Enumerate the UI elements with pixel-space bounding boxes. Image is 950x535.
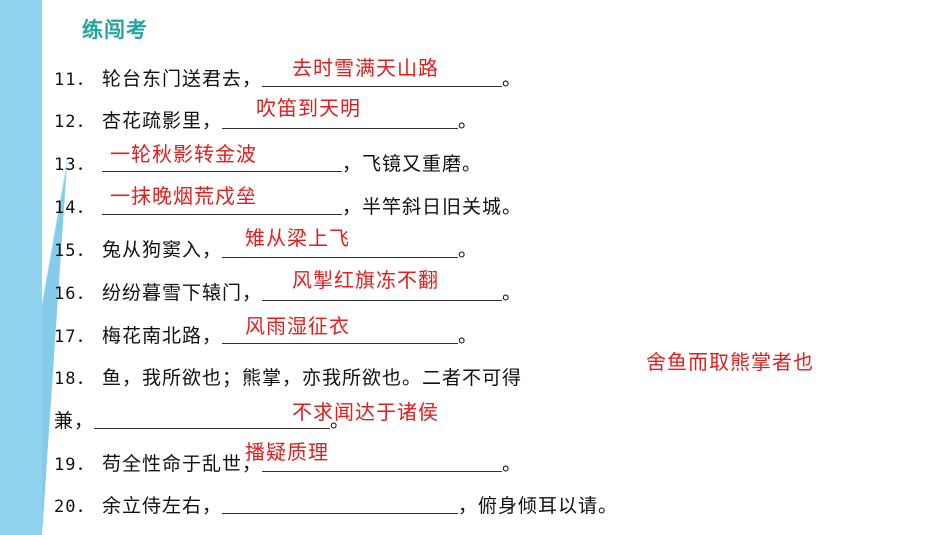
question-text: 兼，: [54, 410, 95, 432]
question-number: 16．: [54, 284, 95, 304]
question-text: 杏花疏影里，: [102, 110, 223, 132]
question-number: 15．: [54, 241, 95, 261]
question-tail: 。: [502, 282, 523, 304]
answer-19: 播疑质理: [245, 440, 329, 464]
question-20: 20． 余立侍左右， ，俯身倾耳以请。: [54, 491, 618, 518]
question-15: 15． 兔从狗窦入， 。: [54, 235, 478, 262]
accent-bar: [0, 0, 42, 535]
answer-18: 舍鱼而取熊掌者也: [646, 350, 814, 374]
answer-14: 一抹晚烟荒戍垒: [110, 184, 257, 208]
question-number: 11．: [54, 70, 95, 90]
question-text: 鱼，我所欲也；熊掌，亦我所欲也。二者不可得: [102, 367, 523, 389]
question-tail: 。: [330, 410, 351, 432]
question-16: 16． 纷纷暮雪下辕门， 。: [54, 278, 522, 305]
question-tail: ，半竿斜日旧关城。: [342, 196, 523, 218]
question-tail: ，飞镜又重磨。: [342, 153, 483, 175]
question-text: 兔从狗窦入，: [102, 239, 223, 261]
question-text: 轮台东门送君去，: [102, 68, 263, 90]
question-tail: 。: [458, 110, 479, 132]
question-13: 13． ，飞镜又重磨。: [54, 149, 482, 176]
answer-blank[interactable]: [222, 110, 459, 129]
answer-blank[interactable]: [222, 239, 459, 258]
answer-15: 雉从梁上飞: [245, 226, 350, 250]
question-tail: ，俯身倾耳以请。: [458, 495, 619, 517]
answer-13: 一轮秋影转金波: [110, 142, 257, 166]
question-tail: 。: [502, 68, 523, 90]
question-number: 19．: [54, 455, 95, 475]
answer-16: 风掣红旗冻不翻: [292, 268, 439, 292]
answer-blank[interactable]: [102, 153, 342, 172]
question-number: 13．: [54, 155, 95, 175]
question-tail: 。: [458, 325, 479, 347]
question-text: 梅花南北路，: [102, 325, 223, 347]
answer-blank[interactable]: [94, 410, 331, 429]
question-text: 纷纷暮雪下辕门，: [102, 282, 263, 304]
answer-blank[interactable]: [222, 325, 459, 344]
question-text: 苟全性命于乱世，: [102, 453, 263, 475]
answer-blank[interactable]: [222, 495, 459, 514]
page-title: 练闯考: [82, 18, 148, 42]
question-11: 11． 轮台东门送君去， 。: [54, 64, 522, 91]
answer-17: 风雨湿征衣: [245, 314, 350, 338]
question-17: 17． 梅花南北路， 。: [54, 321, 478, 348]
question-14: 14． ，半竿斜日旧关城。: [54, 192, 522, 219]
answer-11: 去时雪满天山路: [292, 56, 439, 80]
answer-18b: 不求闻达于诸侯: [292, 400, 439, 424]
question-18: 18． 鱼，我所欲也；熊掌，亦我所欲也。二者不可得: [54, 363, 522, 390]
question-19: 19． 苟全性命于乱世， 。: [54, 449, 522, 476]
question-number: 20．: [54, 497, 95, 517]
question-number: 18．: [54, 369, 95, 389]
question-18-continued: 兼， 。: [54, 406, 350, 433]
answer-blank[interactable]: [262, 68, 503, 87]
question-tail: 。: [502, 453, 523, 475]
question-text: 余立侍左右，: [102, 495, 223, 517]
answer-blank[interactable]: [262, 282, 503, 301]
question-number: 17．: [54, 327, 95, 347]
question-number: 12．: [54, 112, 95, 132]
question-number: 14．: [54, 198, 95, 218]
question-12: 12． 杏花疏影里， 。: [54, 106, 478, 133]
question-tail: 。: [458, 239, 479, 261]
answer-12: 吹笛到天明: [256, 96, 361, 120]
answer-blank[interactable]: [262, 453, 503, 472]
answer-blank[interactable]: [102, 196, 342, 215]
